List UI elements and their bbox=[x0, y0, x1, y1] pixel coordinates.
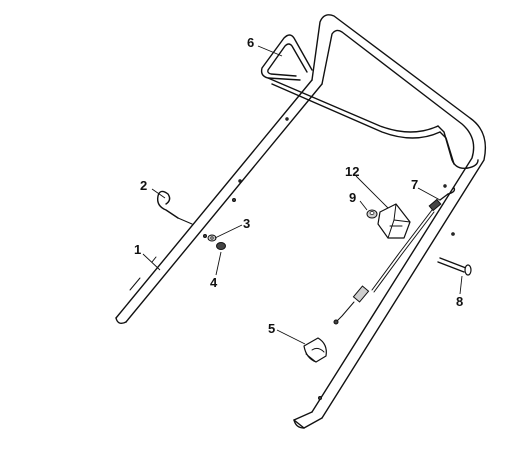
callout-3: 3 bbox=[243, 216, 250, 231]
nut-part-4 bbox=[216, 242, 226, 250]
lower-handle-left-tube bbox=[115, 79, 323, 325]
callout-8: 8 bbox=[456, 294, 463, 309]
callout-9: 9 bbox=[349, 190, 356, 205]
callout-5: 5 bbox=[268, 321, 275, 336]
callout-4: 4 bbox=[210, 275, 218, 290]
washer-part-3 bbox=[207, 234, 217, 242]
callout-2: 2 bbox=[140, 178, 147, 193]
bolt-part-8 bbox=[437, 257, 472, 276]
cable-clip-part-12 bbox=[377, 203, 411, 239]
leader-lines bbox=[142, 45, 463, 345]
nut-part-9 bbox=[366, 209, 378, 219]
callout-7: 7 bbox=[411, 177, 418, 192]
callout-1: 1 bbox=[134, 242, 141, 257]
callout-12: 12 bbox=[345, 164, 359, 179]
cable-hook-part-2 bbox=[156, 190, 193, 225]
control-bail-part-6 bbox=[260, 34, 479, 170]
clamp-part-5 bbox=[303, 337, 327, 363]
callout-6: 6 bbox=[247, 35, 254, 50]
upper-handle-loop bbox=[293, 14, 487, 429]
control-cable-part-7 bbox=[333, 187, 456, 325]
